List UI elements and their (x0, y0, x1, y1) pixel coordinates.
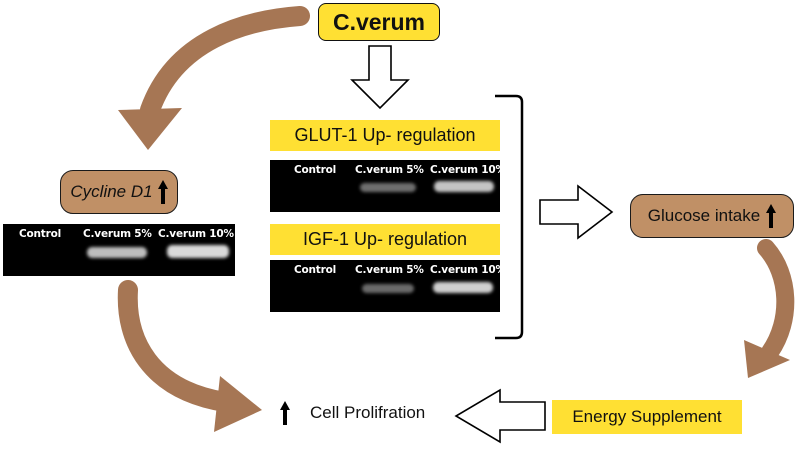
cycline-band-10 (167, 245, 229, 258)
cycline-d1-box: Cycline D1 (60, 170, 178, 214)
cycline-lane-5: C.verum 5% (83, 228, 152, 240)
igf1-band-5 (362, 284, 414, 293)
up-arrow-icon (280, 401, 290, 425)
igf1-lane-control: Control (294, 264, 337, 276)
igf1-gel: Control C.verum 5% C.verum 10% (270, 260, 506, 312)
cverum-label: C.verum (332, 8, 426, 35)
glut1-title-text: GLUT-1 Up- regulation (294, 125, 476, 145)
cell-proliferation: Cell Prolifration (280, 393, 425, 433)
curved-arrow-to-energy (744, 239, 795, 378)
glut1-gel: Control C.verum 5% C.verum 10% (270, 160, 506, 212)
glucose-intake-box: Glucose intake (630, 194, 794, 238)
glut1-lane-5: C.verum 5% (355, 164, 424, 176)
cycline-lane-10: C.verum 10% (158, 228, 234, 240)
cell-proliferation-label: Cell Prolifration (310, 403, 426, 422)
up-arrow-icon (157, 180, 168, 204)
cycline-gel: Control C.verum 5% C.verum 10% (3, 224, 235, 276)
outline-arrow-right (539, 184, 614, 240)
cycline-lane-control: Control (19, 228, 62, 240)
outline-arrow-left (454, 388, 546, 444)
cycline-d1-label: Cycline D1 (70, 182, 153, 201)
glut1-band-5 (360, 183, 416, 192)
curved-arrow-to-cycline (118, 6, 310, 150)
igf1-band-10 (433, 282, 493, 293)
igf1-lane-10: C.verum 10% (430, 264, 506, 276)
glucose-intake-label: Glucose intake (647, 206, 761, 225)
glut1-lane-10: C.verum 10% (430, 164, 506, 176)
glut1-title: GLUT-1 Up- regulation (270, 120, 500, 151)
energy-supplement-box: Energy Supplement (552, 400, 742, 434)
igf1-title-text: IGF-1 Up- regulation (302, 229, 468, 249)
igf1-title: IGF-1 Up- regulation (270, 224, 500, 255)
bracket (495, 94, 524, 340)
igf1-lane-5: C.verum 5% (355, 264, 424, 276)
glut1-lane-control: Control (294, 164, 337, 176)
up-arrow-icon (766, 204, 777, 228)
energy-supplement-label: Energy Supplement (572, 407, 722, 426)
cycline-band-5 (87, 247, 147, 258)
glut1-band-10 (434, 181, 494, 192)
outline-arrow-down (350, 45, 410, 110)
curved-arrow-to-proliferation-left (117, 280, 262, 432)
cverum-box: C.verum (318, 3, 440, 41)
